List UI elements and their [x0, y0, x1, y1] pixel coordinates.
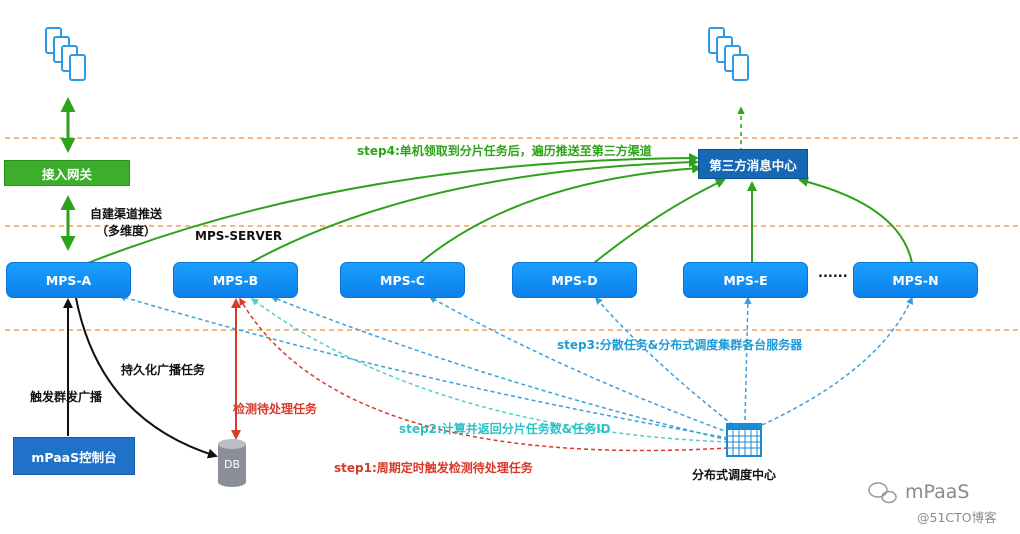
mps-node-b: MPS-B [173, 262, 298, 298]
step1-arrow [239, 297, 729, 452]
phone-stack-icon [45, 27, 86, 81]
step1-label: step1:周期定时触发检测待处理任务 [334, 461, 533, 475]
step4-arrow-n [798, 177, 913, 264]
calendar-grid-icon [726, 423, 762, 457]
wechat-icon [868, 482, 897, 504]
persist-broadcast-label: 持久化广播任务 [121, 363, 206, 377]
step3-arrow-n [761, 296, 913, 426]
database-cylinder-icon [218, 439, 246, 487]
mps-node-c: MPS-C [340, 262, 465, 298]
step4-arrow-b [249, 157, 699, 264]
step2-label: step2:计算并返回分片任务数&任务ID [399, 422, 611, 436]
mps-node-b-label: MPS-B [212, 272, 259, 288]
step3-arrow-b [270, 295, 729, 441]
detect-pending-label: 检测待处理任务 [233, 402, 318, 416]
console-box: mPaaS控制台 [13, 437, 135, 475]
phone-stack-icon [708, 27, 749, 81]
node-ellipsis: ...... [818, 266, 848, 281]
mps-node-d: MPS-D [512, 262, 637, 298]
gateway-box: 接入网关 [4, 160, 130, 186]
console-label: mPaaS控制台 [31, 449, 117, 465]
mps-node-e-label: MPS-E [723, 272, 768, 288]
step4-arrow-a [87, 153, 699, 264]
step4-arrow-d [593, 178, 726, 264]
mps-node-c-label: MPS-C [380, 272, 425, 288]
step4-arrow-c [419, 163, 702, 264]
step4-label: step4:单机领取到分片任务后，遍历推送至第三方渠道 [357, 144, 652, 158]
mps-node-d-label: MPS-D [551, 272, 598, 288]
mpsa-db-arrow [75, 297, 218, 459]
step2-arrow [250, 298, 729, 443]
mps-node-a: MPS-A [6, 262, 131, 298]
step3-arrow-e [744, 296, 752, 421]
multi-dimension-label: （多维度） [96, 224, 157, 238]
scheduler-label: 分布式调度中心 [692, 468, 777, 482]
mps-node-n: MPS-N [853, 262, 978, 298]
mps-node-a-label: MPS-A [45, 272, 92, 288]
mps-server-label: MPS-SERVER [195, 229, 283, 243]
trigger-broadcast-label: 触发群发广播 [30, 390, 103, 404]
self-channel-label: 自建渠道推送 [90, 207, 163, 221]
step4-arrows [87, 153, 913, 264]
step3-arrow-a [118, 294, 729, 439]
watermark-source: @51CTO博客 [917, 510, 997, 525]
mps-node-n-label: MPS-N [892, 272, 939, 288]
db-label: DB [224, 458, 241, 471]
step3-arrow-d [595, 296, 734, 426]
watermark-brand: mPaaS [905, 481, 970, 503]
third-party-center-box: 第三方消息中心 [698, 149, 808, 179]
divider-lines [5, 137, 1018, 331]
step3-label: step3:分散任务&分布式调度集群各台服务器 [557, 338, 803, 352]
step3-arrows [118, 294, 913, 441]
gateway-label: 接入网关 [41, 166, 92, 182]
step3-arrow-c [428, 296, 731, 434]
third-party-center-label: 第三方消息中心 [709, 157, 797, 173]
mps-node-e: MPS-E [683, 262, 808, 298]
